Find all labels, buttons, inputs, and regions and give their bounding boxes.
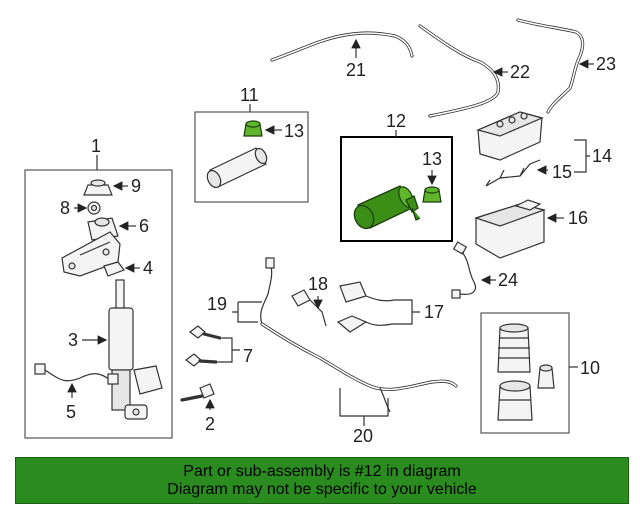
- part-16-tray[interactable]: [474, 199, 547, 259]
- strut-assembly-group: 1 9 8 6: [24, 136, 173, 439]
- callout-24: 24: [498, 270, 518, 290]
- callout-21: 21: [346, 60, 366, 80]
- part-8-nut[interactable]: [87, 201, 101, 215]
- part-24-sensor-line[interactable]: [451, 241, 477, 299]
- part-2-bolt[interactable]: [180, 383, 215, 402]
- part-7-bolts[interactable]: [185, 325, 222, 367]
- part-10-bumper-large[interactable]: [497, 380, 533, 421]
- callout-2: 2: [205, 414, 215, 434]
- callout-15: 15: [552, 162, 572, 182]
- part-18-sensor[interactable]: [291, 289, 327, 327]
- compressor-group-11: 11 13: [194, 85, 309, 203]
- callout-9: 9: [131, 176, 141, 196]
- part-4-pad[interactable]: [103, 261, 125, 277]
- highlighted-group-12: 12 13: [340, 111, 453, 242]
- part-10-box: [480, 312, 570, 434]
- callout-8: 8: [60, 198, 70, 218]
- callout-14: 14: [592, 146, 612, 166]
- callout-17: 17: [424, 302, 444, 322]
- banner-line-1: Part or sub-assembly is #12 in diagram: [183, 462, 461, 480]
- callout-5: 5: [66, 402, 76, 422]
- fitment-banner: Part or sub-assembly is #12 in diagram D…: [15, 457, 629, 504]
- callout-20: 20: [353, 426, 373, 446]
- bumper-kit-group-10: 10: [480, 312, 600, 434]
- part-11-box: [194, 111, 309, 203]
- banner-line-2: Diagram may not be specific to your vehi…: [167, 480, 477, 498]
- part-22-tube[interactable]: [418, 24, 501, 118]
- part-10-bumper-small[interactable]: [537, 364, 555, 389]
- part-21-tube[interactable]: [270, 31, 414, 62]
- part-15-bracket[interactable]: [485, 159, 541, 187]
- callout-16: 16: [568, 208, 588, 228]
- callout-6: 6: [139, 216, 149, 236]
- callout-4: 4: [143, 258, 153, 278]
- parts-diagram: 1 9 8 6: [24, 18, 616, 446]
- callout-13a: 13: [284, 121, 304, 141]
- part-14-valve-block[interactable]: [476, 111, 544, 161]
- callout-11: 11: [240, 85, 259, 105]
- part-3-strut[interactable]: [108, 279, 163, 420]
- part-23-tube[interactable]: [516, 18, 585, 114]
- part-19-harness[interactable]: [260, 257, 275, 325]
- callout-13b: 13: [422, 149, 442, 169]
- callout-19: 19: [207, 294, 227, 314]
- callout-18: 18: [308, 274, 328, 294]
- part-10-bellows[interactable]: [497, 323, 531, 373]
- part-12-reservoir[interactable]: [351, 184, 421, 231]
- part-9-mount[interactable]: [83, 179, 113, 196]
- part-1-box: [24, 169, 173, 439]
- callout-7: 7: [243, 346, 253, 366]
- callout-22: 22: [510, 62, 530, 82]
- part-17-sensors[interactable]: [336, 281, 395, 333]
- callout-23: 23: [596, 54, 616, 74]
- part-13-grommet-a[interactable]: [243, 120, 263, 137]
- part-20-harness[interactable]: [260, 322, 458, 413]
- part-5-harness[interactable]: [34, 363, 119, 385]
- callout-10: 10: [580, 358, 600, 378]
- callout-1: 1: [91, 136, 101, 156]
- callout-12: 12: [386, 111, 406, 131]
- callout-3: 3: [68, 330, 78, 350]
- part-11-canister[interactable]: [205, 147, 269, 190]
- part-13-grommet-b[interactable]: [422, 186, 442, 203]
